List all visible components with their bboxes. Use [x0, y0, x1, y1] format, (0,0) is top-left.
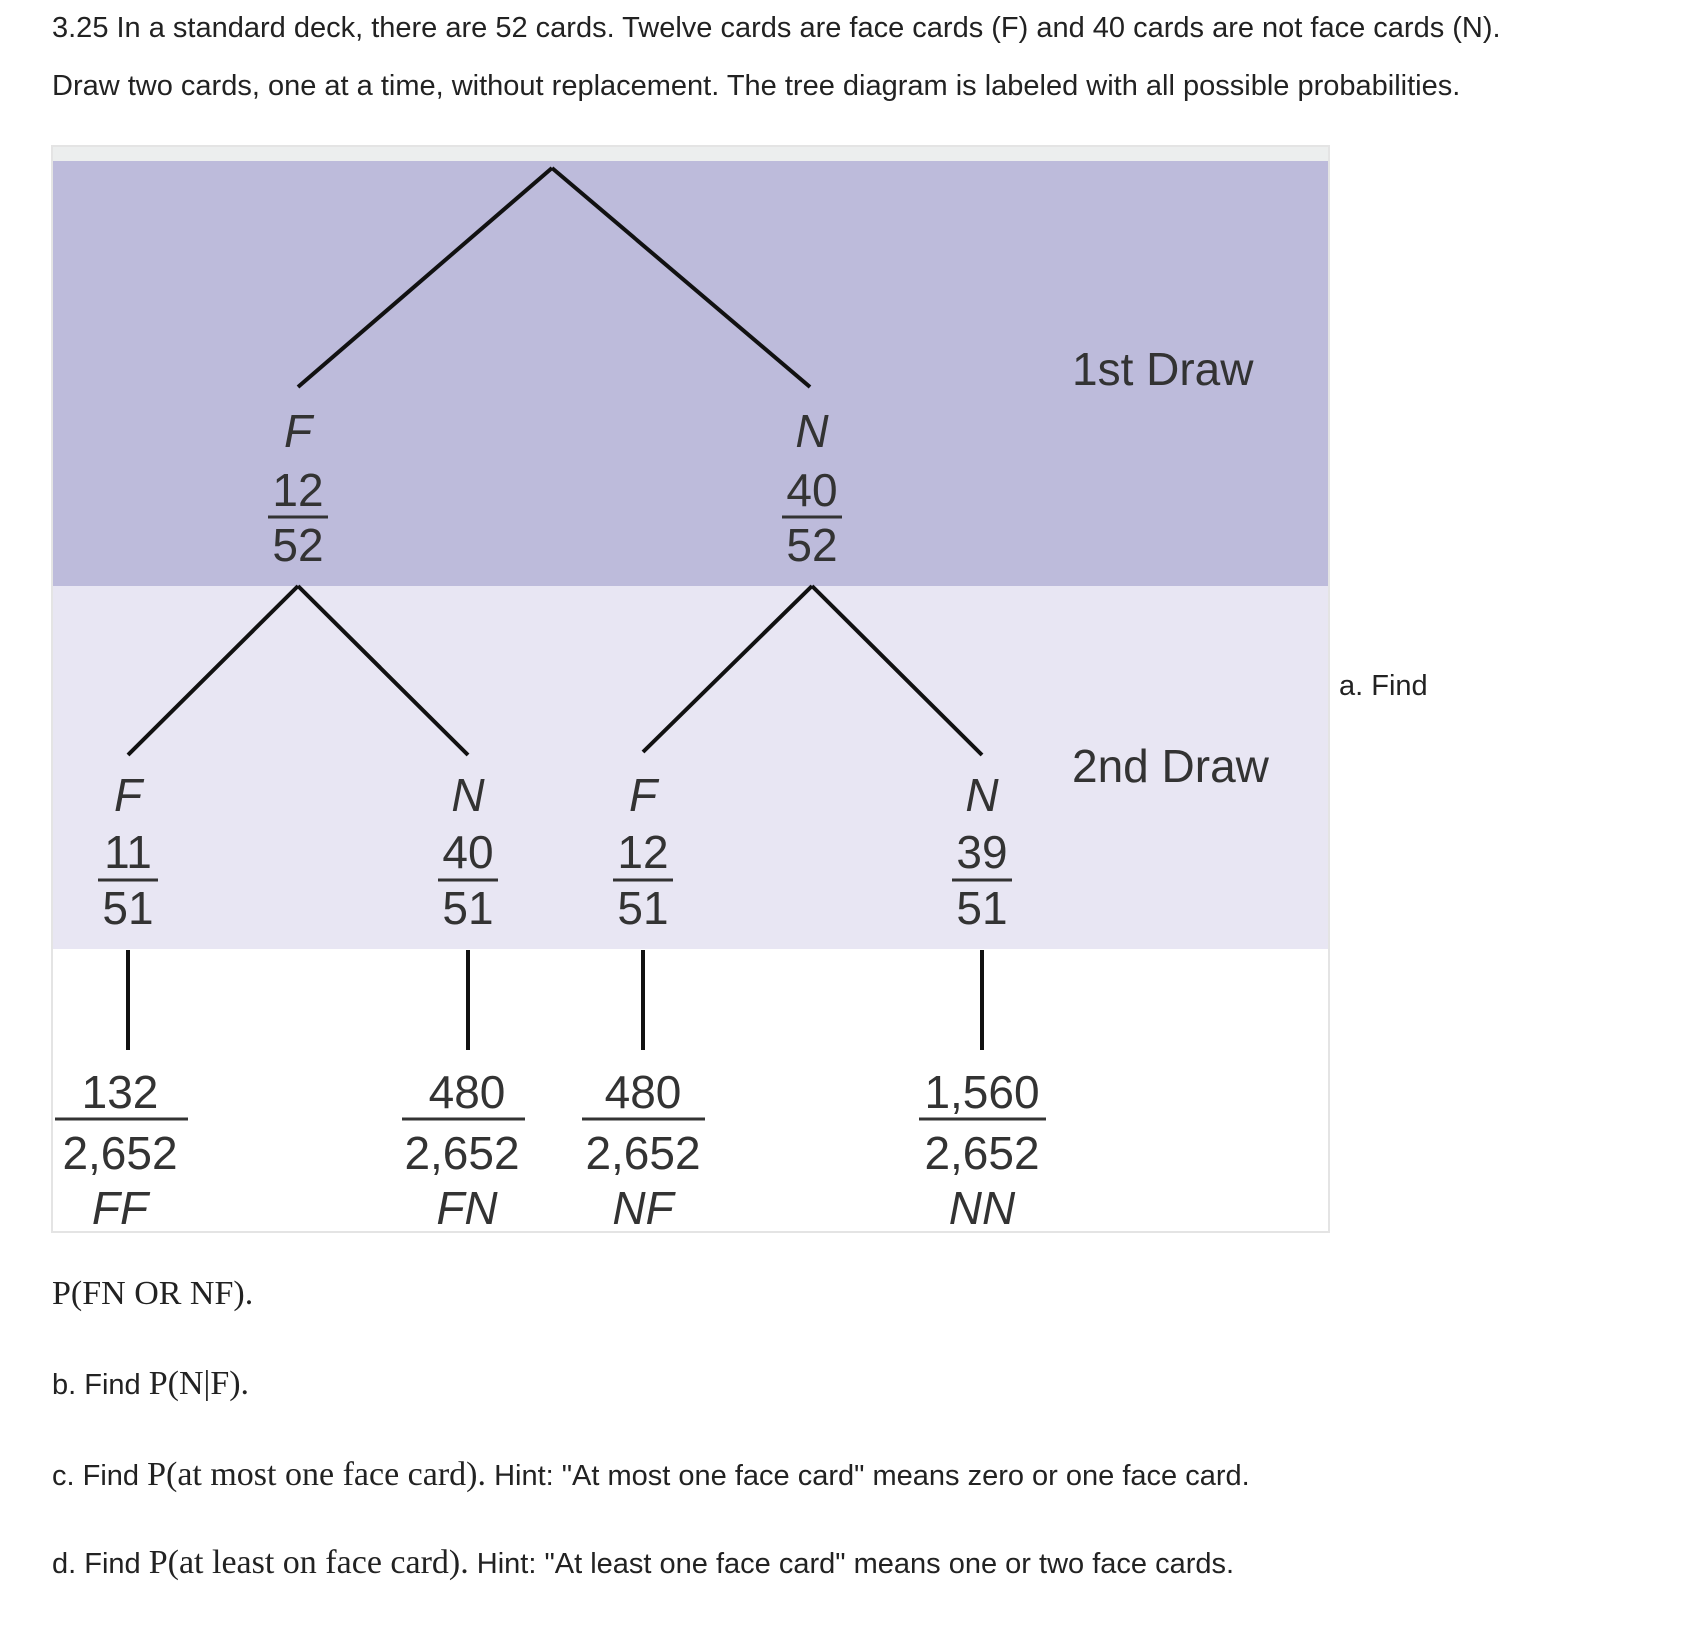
- question-c-math: P(at most one face card).: [147, 1456, 486, 1493]
- question-b-math: P(N|F).: [148, 1365, 250, 1402]
- question-a: P(FN OR NF).: [52, 1276, 253, 1313]
- outcome-label: FN: [436, 1182, 498, 1234]
- node-label: N: [965, 769, 999, 821]
- outcome-label: FF: [92, 1182, 151, 1234]
- fraction-denominator: 51: [956, 882, 1007, 934]
- fraction-denominator: 2,652: [924, 1127, 1039, 1179]
- outcome-label: NN: [949, 1182, 1016, 1234]
- fraction-denominator: 51: [442, 882, 493, 934]
- problem-intro-line1: 3.25 In a standard deck, there are 52 ca…: [52, 12, 1501, 44]
- fraction-numerator: 1,560: [924, 1066, 1039, 1118]
- question-b: b. Find P(N|F).: [52, 1366, 249, 1403]
- question-c-prefix: c. Find: [52, 1460, 140, 1492]
- node-label: F: [284, 405, 315, 457]
- fraction-numerator: 132: [82, 1066, 159, 1118]
- branch-n-f: [641, 584, 814, 754]
- fraction-denominator: 52: [272, 519, 323, 571]
- question-c-hint: Hint: "At most one face card" means zero…: [494, 1460, 1250, 1492]
- fraction-denominator: 51: [617, 882, 668, 934]
- fraction-denominator: 2,652: [404, 1127, 519, 1179]
- fraction-denominator: 52: [786, 519, 837, 571]
- question-a-math: P(FN OR NF).: [52, 1275, 254, 1312]
- node-label: F: [114, 769, 145, 821]
- second-level-nf: F 12 51: [613, 769, 673, 934]
- outcome-label: NF: [612, 1182, 676, 1234]
- question-b-prefix: b. Find: [52, 1369, 141, 1401]
- second-draw-label: 2nd Draw: [1072, 740, 1270, 792]
- fraction-denominator: 2,652: [585, 1127, 700, 1179]
- outcome-nn: 1,560 2,652 NN: [919, 1066, 1046, 1234]
- question-a-prefix: a. Find: [1339, 670, 1428, 702]
- fraction-numerator: 480: [605, 1066, 682, 1118]
- branch-f-f: [126, 584, 300, 757]
- outcome-ff: 132 2,652 FF: [55, 1066, 188, 1234]
- fraction-numerator: 40: [786, 464, 837, 516]
- second-draw-band: [53, 586, 1328, 949]
- first-level-n: N 40 52: [782, 405, 842, 571]
- top-strip: [53, 147, 1328, 161]
- outcome-nf: 480 2,652 NF: [582, 1066, 705, 1234]
- second-level-nn: N 39 51: [952, 769, 1012, 934]
- fraction-numerator: 39: [956, 826, 1007, 878]
- problem-intro-line2: Draw two cards, one at a time, without r…: [52, 70, 1461, 102]
- question-c: c. Find P(at most one face card). Hint: …: [52, 1457, 1250, 1494]
- question-d-hint: Hint: "At least one face card" means one…: [476, 1548, 1235, 1580]
- fraction-numerator: 11: [104, 826, 152, 878]
- node-label: N: [795, 405, 829, 457]
- branch-root-f: [296, 166, 554, 389]
- first-draw-label: 1st Draw: [1072, 343, 1254, 395]
- first-level-f: F 12 52: [268, 405, 328, 571]
- question-d: d. Find P(at least on face card). Hint: …: [52, 1545, 1234, 1582]
- fraction-denominator: 51: [102, 882, 153, 934]
- first-draw-band: [53, 161, 1328, 586]
- second-level-ff: F 11 51: [98, 769, 158, 934]
- node-label: N: [451, 769, 485, 821]
- branch-root-n: [550, 166, 812, 389]
- fraction-numerator: 40: [442, 826, 493, 878]
- question-d-math: P(at least on face card).: [148, 1544, 469, 1581]
- branch-n-n: [810, 584, 984, 757]
- branch-f-n: [296, 584, 470, 757]
- second-level-fn: N 40 51: [438, 769, 498, 934]
- tree-branches: [126, 166, 984, 1050]
- outcome-fn: 480 2,652 FN: [402, 1066, 525, 1234]
- fraction-numerator: 12: [617, 826, 668, 878]
- fraction-numerator: 12: [272, 464, 323, 516]
- fraction-denominator: 2,652: [62, 1127, 177, 1179]
- node-label: F: [629, 769, 660, 821]
- question-d-prefix: d. Find: [52, 1548, 141, 1580]
- fraction-numerator: 480: [429, 1066, 506, 1118]
